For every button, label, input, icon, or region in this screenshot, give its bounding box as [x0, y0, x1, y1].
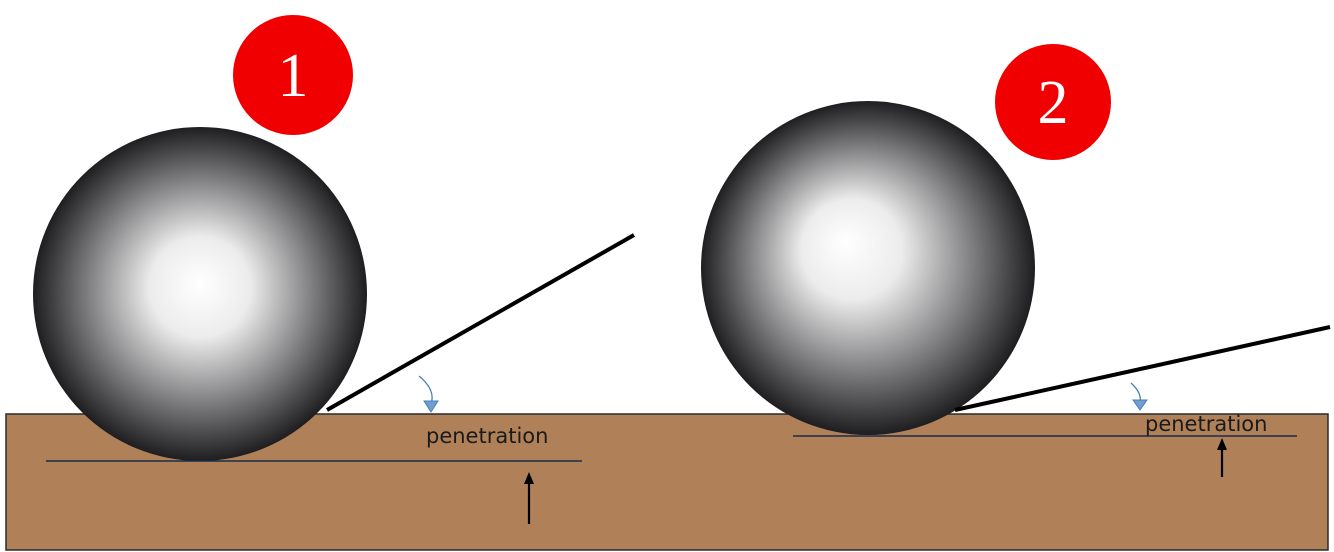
badge-2-circle: [995, 44, 1111, 160]
penetration-label-2: penetration: [1145, 412, 1267, 436]
angle-arrow-1-head: [423, 400, 439, 413]
panel-2: 2 penetration: [701, 44, 1331, 477]
angle-arrow-2: [1130, 382, 1141, 403]
badge-2-number: 2: [1038, 69, 1069, 137]
ball-1: [33, 127, 367, 461]
penetration-label-1: penetration: [426, 424, 548, 448]
panel-1: 1 penetration: [33, 15, 635, 524]
up-arrow-2-head: [1217, 438, 1227, 450]
angle-arrow-1: [418, 375, 433, 405]
badge-1-circle: [233, 15, 353, 135]
up-arrow-1-head: [524, 472, 534, 484]
blade-1: [326, 233, 635, 412]
blade-2: [954, 325, 1331, 412]
ball-2: [701, 101, 1035, 435]
badge-1-number: 1: [278, 42, 309, 110]
angle-arrow-2-head: [1132, 399, 1148, 411]
